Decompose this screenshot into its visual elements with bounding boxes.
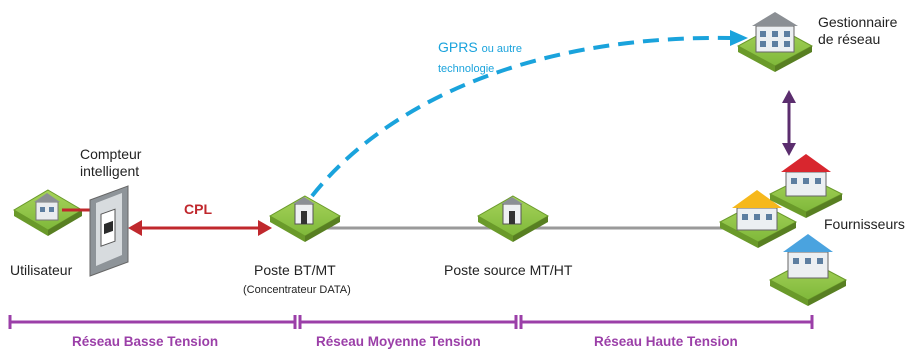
cpl-arrowhead-right <box>258 220 272 236</box>
house-icon <box>768 234 848 306</box>
gestionnaire-arrowhead-up <box>782 90 796 103</box>
gprs-label: GPRS ou autre technologie <box>438 39 522 75</box>
substation-icon <box>476 195 550 242</box>
poste-source-label: Poste source MT/HT <box>444 262 573 278</box>
band-brackets <box>8 315 814 329</box>
fournisseurs-label: Fournisseurs <box>824 216 905 232</box>
band-label-haute: Réseau Haute Tension <box>594 334 738 349</box>
compteur-label: Compteur intelligent <box>80 146 142 179</box>
band-label-moyenne: Réseau Moyenne Tension <box>316 334 481 349</box>
gprs-arrowhead <box>730 30 748 46</box>
cpl-arrowhead-left <box>128 220 142 236</box>
utilisateur-label: Utilisateur <box>10 262 73 278</box>
gprs-arc <box>310 35 731 198</box>
substation-icon <box>268 195 342 242</box>
poste-btmt-label: Poste BT/MT <box>254 262 336 278</box>
house-icon <box>718 190 798 248</box>
gestionnaire-arrowhead-down <box>782 143 796 156</box>
meter-icon <box>89 185 129 277</box>
gestionnaire-label: Gestionnaire de réseau <box>818 14 898 47</box>
concentrateur-label: (Concentrateur DATA) <box>243 284 351 296</box>
house-icon <box>768 154 844 218</box>
band-label-basse: Réseau Basse Tension <box>72 334 219 349</box>
house-icon <box>13 189 92 236</box>
office-building-icon <box>736 12 814 72</box>
cpl-label: CPL <box>184 201 212 217</box>
